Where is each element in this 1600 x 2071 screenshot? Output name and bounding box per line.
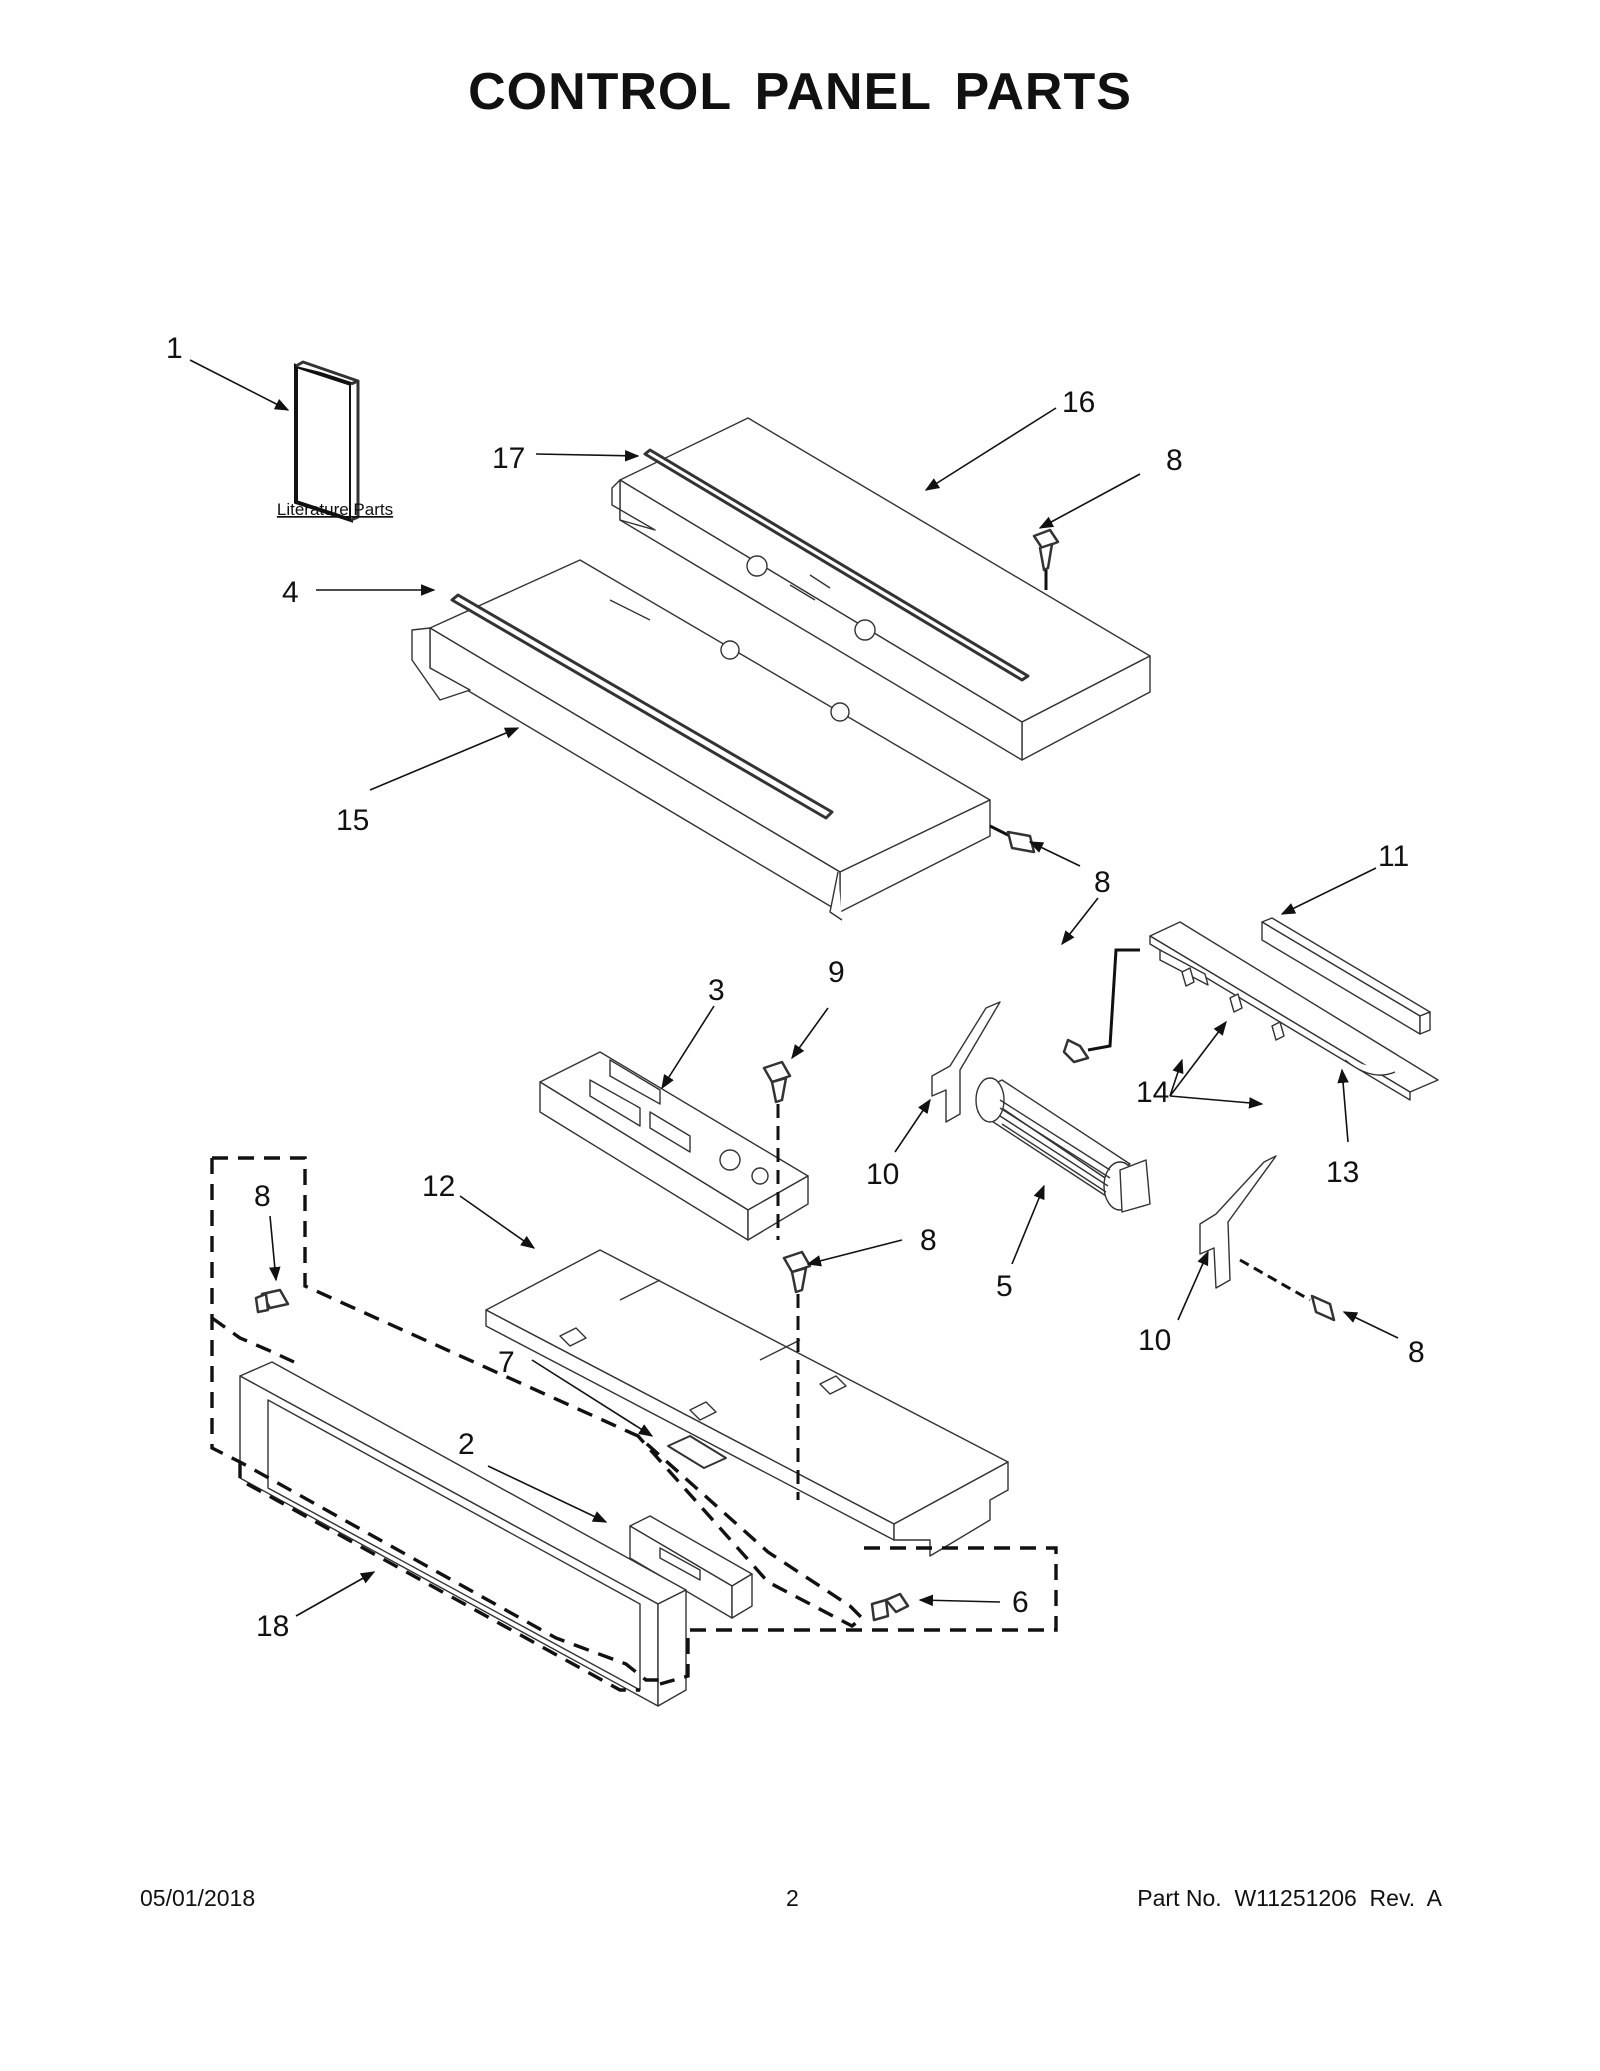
footer-page-number: 2 bbox=[786, 1885, 799, 1911]
callout-14: 14 bbox=[1136, 1076, 1169, 1109]
screw-rail-left bbox=[1062, 948, 1140, 1064]
callout-6: 6 bbox=[1012, 1586, 1029, 1619]
small-pins bbox=[1181, 967, 1285, 1041]
page-title: CONTROL PANEL PARTS bbox=[468, 63, 1132, 121]
callout-16: 16 bbox=[1062, 386, 1095, 419]
dashed-screw-link bbox=[211, 1316, 295, 1364]
screw-upper-cover bbox=[1032, 528, 1060, 590]
callout-8: 8 bbox=[920, 1224, 937, 1257]
screw-plate bbox=[782, 1250, 812, 1500]
callout-1: 1 bbox=[166, 332, 183, 365]
small-mounting-clip bbox=[667, 1435, 727, 1469]
hinge-bracket-right bbox=[1199, 1155, 1277, 1289]
dashed-group-outline bbox=[210, 1156, 865, 1682]
callout-9: 9 bbox=[828, 956, 845, 989]
callout-8: 8 bbox=[254, 1180, 271, 1213]
screw-bracket-right bbox=[1239, 1258, 1336, 1322]
upper-panel-cover bbox=[611, 417, 1151, 761]
screw-display bbox=[870, 1592, 910, 1622]
display-control-board bbox=[629, 1515, 753, 1619]
callout-7: 7 bbox=[498, 1346, 515, 1379]
gasket-strip bbox=[1261, 917, 1431, 1035]
footer-part-number: Part No. W11251206 Rev. A bbox=[1137, 1885, 1442, 1911]
cooling-fan bbox=[975, 1077, 1151, 1213]
callout-labels: 1 17 16 8 4 15 8 11 3 9 10 14 13 5 10 8 … bbox=[166, 332, 1425, 1643]
control-mounting-plate bbox=[485, 1249, 1009, 1557]
footer-date: 05/01/2018 bbox=[140, 1885, 256, 1911]
callout-15: 15 bbox=[336, 804, 369, 837]
dashed-lower-tail bbox=[238, 1462, 640, 1692]
callout-11: 11 bbox=[1378, 840, 1409, 873]
screw-tray-right bbox=[989, 824, 1036, 854]
leader-lines bbox=[189, 359, 1399, 1617]
control-panel-bezel bbox=[239, 1361, 687, 1707]
callout-8: 8 bbox=[1166, 444, 1183, 477]
callout-17: 17 bbox=[492, 442, 525, 475]
callout-10: 10 bbox=[1138, 1324, 1171, 1357]
relay-board bbox=[539, 1051, 809, 1241]
callout-5: 5 bbox=[996, 1270, 1013, 1303]
screw-bezel-left bbox=[254, 1288, 290, 1314]
literature-parts-caption: Literature Parts bbox=[277, 500, 393, 519]
callout-8: 8 bbox=[1408, 1336, 1425, 1369]
callout-8: 8 bbox=[1094, 866, 1111, 899]
callout-10: 10 bbox=[866, 1158, 899, 1191]
upper-trim-strip bbox=[643, 448, 1030, 682]
callout-18: 18 bbox=[256, 1610, 289, 1643]
callout-4: 4 bbox=[282, 576, 299, 609]
bracket-rail bbox=[1149, 921, 1439, 1101]
screw-relay bbox=[762, 1060, 792, 1240]
lower-panel-tray bbox=[411, 559, 991, 921]
hinge-bracket-left bbox=[931, 1001, 1001, 1123]
callout-3: 3 bbox=[708, 974, 725, 1007]
literature-parts-booklet bbox=[294, 360, 360, 523]
callout-13: 13 bbox=[1326, 1156, 1359, 1189]
callout-2: 2 bbox=[458, 1428, 475, 1461]
dashed-display-box bbox=[659, 1546, 1058, 1686]
lower-trim-strip bbox=[450, 593, 834, 820]
callout-12: 12 bbox=[422, 1170, 455, 1203]
